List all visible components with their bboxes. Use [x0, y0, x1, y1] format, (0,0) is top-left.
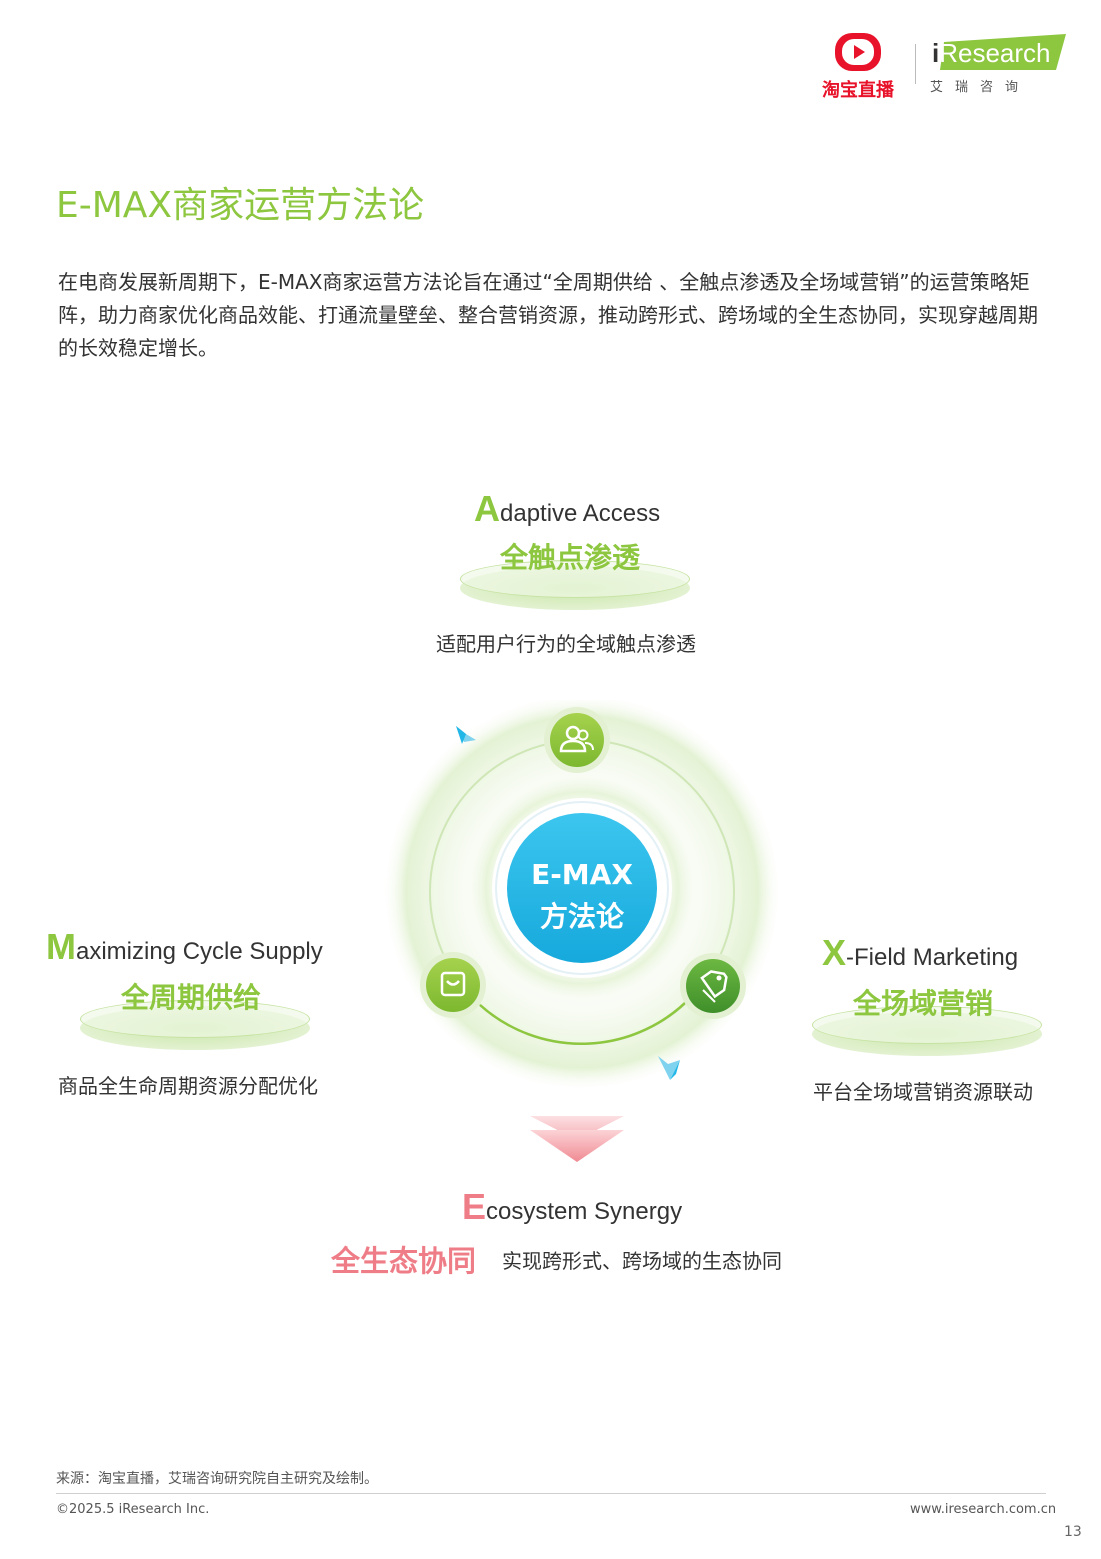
xfield-rest: -Field Marketing [846, 944, 1019, 971]
intro-paragraph: 在电商发展新周期下，E-MAX商家运营方法论旨在通过“全周期供给 、全触点渗透及… [58, 270, 1038, 360]
adaptive-initial: A [474, 488, 500, 529]
users-icon [544, 707, 610, 773]
cycle-arrow-bottom-right [658, 1056, 680, 1080]
maximizing-lens [80, 1000, 312, 1056]
xfield-heading: X-Field Marketing [822, 932, 1018, 974]
iresearch-logo-word: Research [939, 38, 1051, 68]
ecosystem-cn-title: 全生态协同 [331, 1244, 477, 1278]
adaptive-access-heading: Adaptive Access [474, 488, 660, 530]
cycle-arrow-top-left [456, 726, 476, 744]
outer-ring-arc [479, 995, 693, 1045]
ecosystem-description: 实现跨形式、跨场域的生态协同 [502, 1249, 782, 1273]
adaptive-rest: daptive Access [500, 500, 661, 527]
ecosystem-heading: Ecosystem Synergy [462, 1186, 682, 1228]
source-note: 来源：淘宝直播，艾瑞咨询研究院自主研究及绘制。 [56, 1471, 378, 1487]
xfield-lens [812, 1006, 1044, 1062]
maximizing-heading: Maximizing Cycle Supply [46, 926, 323, 968]
ecosystem-initial: E [462, 1186, 487, 1227]
core-ring [495, 801, 669, 975]
maximizing-rest: aximizing Cycle Supply [76, 938, 323, 965]
down-chevron-icon [530, 1116, 624, 1162]
page-number: 13 [1064, 1524, 1082, 1540]
page-title: E-MAX商家运营方法论 [56, 185, 425, 226]
emax-core [507, 813, 657, 963]
adaptive-description: 适配用户行为的全域触点渗透 [436, 632, 696, 656]
maximizing-description: 商品全生命周期资源分配优化 [58, 1074, 318, 1098]
xfield-cn-title: 全场域营销 [853, 987, 994, 1020]
iresearch-logo-cn: 艾瑞咨询 [930, 80, 1031, 95]
ecosystem-rest: cosystem Synergy [486, 1198, 683, 1225]
adaptive-cn-title: 全触点渗透 [500, 541, 641, 574]
xfield-description: 平台全场域营销资源联动 [813, 1080, 1033, 1104]
copyright: ©2025.5 iResearch Inc. [56, 1502, 210, 1517]
taobao-live-logo: 淘宝直播 [816, 30, 900, 102]
website-link[interactable]: www.iresearch.com.cn [910, 1502, 1057, 1517]
logo-divider [915, 44, 916, 84]
emax-cycle-diagram [382, 700, 782, 1092]
adaptive-lens [460, 560, 692, 616]
emax-core-label: E-MAX 方法论 [502, 854, 662, 938]
shopping-bag-icon [420, 952, 486, 1018]
xfield-initial: X [822, 932, 847, 973]
maximizing-cn-title: 全周期供给 [121, 981, 262, 1014]
iresearch-logo-swoosh [940, 34, 1066, 70]
taobao-live-play-icon [835, 33, 881, 71]
iresearch-logo: iResearch 艾瑞咨询 [930, 32, 1070, 95]
emax-core-line1: E-MAX [531, 858, 633, 891]
iresearch-logo-i: i [932, 38, 940, 68]
footer-divider [56, 1493, 1046, 1494]
maximizing-initial: M [46, 926, 76, 967]
emax-core-line2: 方法论 [539, 900, 624, 933]
taobao-live-logo-text: 淘宝直播 [822, 80, 894, 101]
price-tags-icon [680, 953, 746, 1019]
